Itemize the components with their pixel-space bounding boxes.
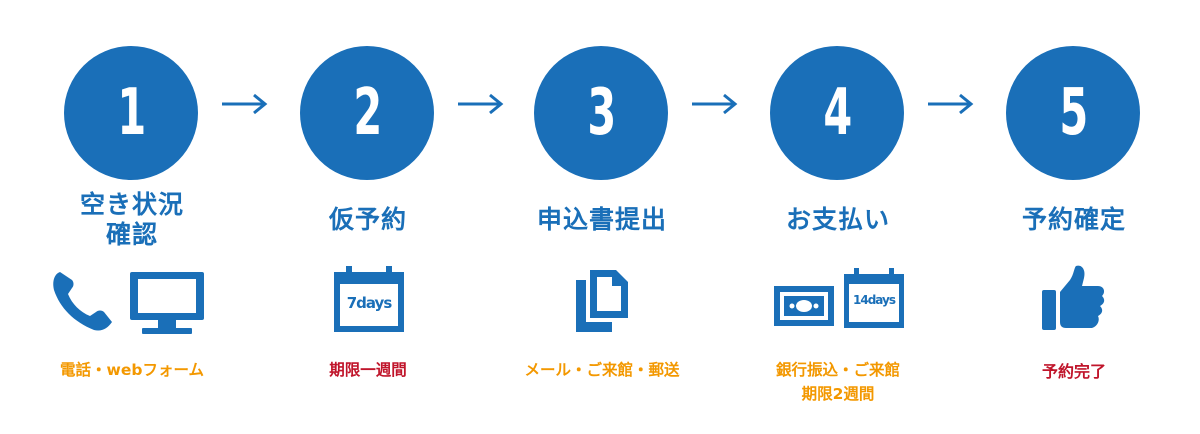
calendar-label: 7days [346, 294, 393, 312]
thumbs-up-icon [1042, 265, 1105, 330]
arrow-right-icon [928, 93, 974, 115]
banknote-icon [774, 286, 834, 326]
calendar-label: 14days [853, 293, 896, 307]
step-1: 1 空き状況 確認 電話・webフォーム [42, 0, 222, 434]
documents-icon [576, 270, 628, 332]
step-title: 予約確定 [1021, 205, 1126, 234]
step-title: 申込書提出 [536, 205, 667, 234]
step-number: 5 [1059, 76, 1088, 150]
step-3: 3 申込書提出 メール・ご来館・郵送 [512, 0, 692, 434]
step-4: 4 お支払い 14days 銀行振込・ご来館 期限2週間 [748, 0, 928, 434]
arrow-right-icon [458, 93, 504, 115]
calendar-icon: 7days [332, 264, 406, 334]
step-circle: 1 [64, 46, 198, 180]
step-number: 4 [823, 76, 852, 150]
step-title: 仮予約 [328, 205, 407, 234]
arrow-right-icon [222, 93, 268, 115]
step-circle: 4 [770, 46, 904, 180]
calendar-icon: 14days [842, 266, 906, 330]
phone-icon [53, 272, 112, 331]
step-note: 電話・webフォーム [60, 361, 204, 379]
step-number: 3 [587, 76, 616, 150]
step-note: 銀行振込・ご来館 期限2週間 [775, 361, 900, 403]
step-number: 2 [353, 76, 382, 150]
step-note: 予約完了 [1041, 362, 1106, 381]
step-5: 5 予約確定 予約完了 [984, 0, 1164, 434]
arrow-right-icon [692, 93, 738, 115]
step-title: 空き状況 確認 [79, 190, 184, 249]
step-title: お支払い [785, 205, 890, 234]
monitor-icon [130, 272, 204, 334]
step-circle: 2 [300, 46, 434, 180]
step-circle: 3 [534, 46, 668, 180]
step-circle: 5 [1006, 46, 1140, 180]
step-number: 1 [117, 76, 146, 150]
step-note: 期限一週間 [329, 361, 407, 379]
step-2: 2 仮予約 7days 期限一週間 [278, 0, 458, 434]
step-note: メール・ご来館・郵送 [524, 361, 680, 379]
